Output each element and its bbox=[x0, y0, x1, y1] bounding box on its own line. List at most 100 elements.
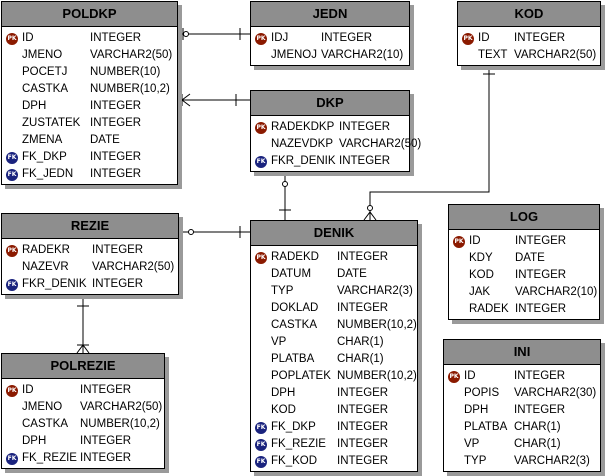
column-type: INTEGER bbox=[515, 235, 567, 247]
column-row[interactable]: DPH INTEGER bbox=[444, 402, 600, 419]
column-name: ID bbox=[469, 235, 481, 247]
column-name: RADEKD bbox=[271, 251, 319, 263]
column-name: FK_KOD bbox=[271, 455, 318, 467]
entity-title: POLDKP bbox=[2, 2, 177, 27]
column-name: DPH bbox=[464, 404, 489, 416]
column-name: POCETJ bbox=[22, 66, 68, 78]
column-type: NUMBER(10,2) bbox=[337, 370, 417, 382]
column-name: KOD bbox=[271, 404, 296, 416]
column-name: CASTKA bbox=[271, 319, 318, 331]
column-name: TYP bbox=[464, 455, 487, 467]
entity-title: LOG bbox=[449, 205, 599, 230]
column-name: CASTKA bbox=[22, 83, 69, 95]
column-name: NAZEVR bbox=[22, 261, 69, 273]
column-name: CASTKA bbox=[22, 418, 69, 430]
column-type: INTEGER bbox=[514, 404, 566, 416]
primary-key-icon: PK bbox=[462, 33, 474, 45]
column-row[interactable]: PK RADEKD INTEGER bbox=[251, 249, 417, 266]
entity-title: KOD bbox=[458, 2, 600, 27]
entity-title: REZIE bbox=[2, 214, 178, 239]
primary-key-icon: PK bbox=[255, 252, 267, 264]
column-type: DATE bbox=[90, 134, 120, 146]
column-name: ID bbox=[464, 370, 476, 382]
entity-title: POLREZIE bbox=[2, 354, 164, 379]
column-name: FKR_DENIK bbox=[22, 278, 87, 290]
column-type: INTEGER bbox=[337, 251, 389, 263]
column-type: INTEGER bbox=[80, 435, 132, 447]
column-name: VP bbox=[464, 438, 480, 450]
zero-marker bbox=[282, 181, 288, 187]
primary-key-icon: PK bbox=[6, 33, 18, 45]
column-name: DOKLAD bbox=[271, 302, 319, 314]
column-name: FK_DKP bbox=[22, 151, 67, 163]
column-type: VARCHAR2(50) bbox=[90, 49, 173, 61]
column-type: INTEGER bbox=[514, 370, 566, 382]
primary-key-icon: PK bbox=[6, 385, 18, 397]
column-name: JMENO bbox=[22, 401, 63, 413]
column-name: TEXT bbox=[478, 49, 508, 61]
column-name: RADEKDKP bbox=[271, 121, 335, 133]
